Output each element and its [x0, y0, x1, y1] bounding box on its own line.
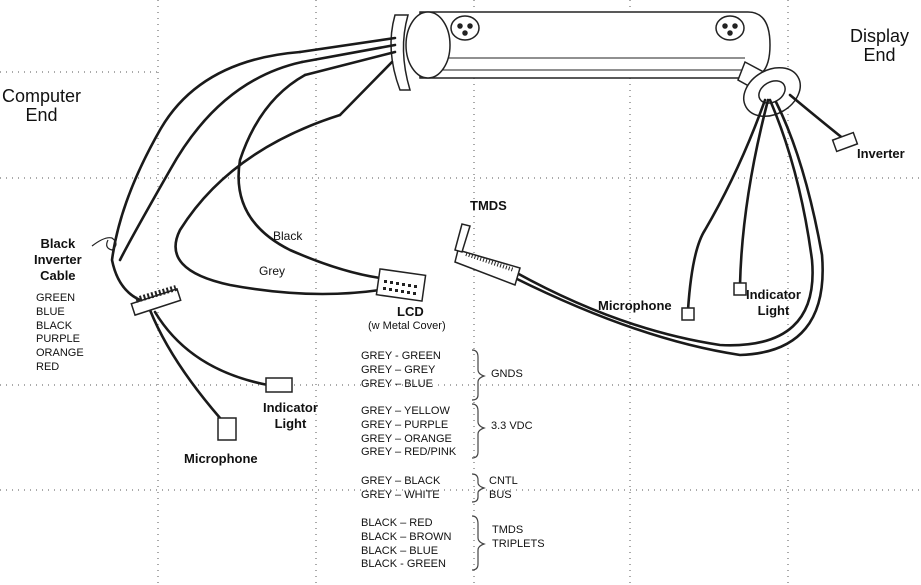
inverter-color-item: BLUE	[36, 305, 65, 318]
inverter-cable-line2: Inverter	[34, 252, 82, 267]
display-end-label: Display End	[850, 27, 909, 65]
wire-entry: GREY - GREEN	[361, 350, 441, 362]
wire-entry: BLACK - GREEN	[361, 558, 446, 571]
wire-group-cntl: GREY – BLACK GREY – WHITE	[361, 475, 440, 503]
tmds-label: TMDS	[470, 198, 507, 213]
inverter-cable-line1: Black	[40, 236, 76, 251]
wire-entry: GREY – PURPLE	[361, 418, 449, 431]
computer-end-label: Computer End	[2, 87, 81, 125]
inverter-color-item: PURPLE	[36, 333, 81, 346]
indicator-right-line2: Light	[757, 303, 790, 318]
computer-end-line1: Computer	[2, 86, 82, 106]
indicator-light-left-label: Indicator Light	[263, 400, 318, 432]
microphone-right-connector	[681, 307, 695, 321]
wire-entry: GREY – RED/PINK	[361, 446, 457, 459]
wire-group-3v3: GREY – YELLOW GREY – PURPLE GREY – ORANG…	[361, 405, 456, 460]
microphone-left-connector	[217, 417, 237, 441]
connectors	[130, 131, 859, 441]
tmds-triplets-line1: TMDS	[492, 524, 524, 536]
indicator-left-line2: Light	[274, 416, 307, 431]
indicator-light-right-connector	[733, 282, 747, 296]
inverter-label: Inverter	[857, 146, 905, 161]
hinge-tube	[390, 11, 771, 91]
inverter-color-list: GREEN BLUE BLACK PURPLE ORANGE RED	[36, 292, 84, 375]
inverter-color-item: BLACK	[36, 319, 73, 332]
wire-group-3v3-label: 3.3 VDC	[491, 420, 533, 432]
cable-pointer	[91, 237, 117, 251]
wire-entry: GREY – YELLOW	[361, 405, 450, 417]
wire-group-gnds: GREY - GREEN GREY – GREY GREY – BLUE	[361, 350, 441, 391]
grey-wire-label: Grey	[259, 264, 286, 278]
cntl-line2: BUS	[489, 488, 512, 501]
lcd-note-label: (w Metal Cover)	[368, 320, 446, 332]
tmds-connector	[454, 223, 521, 286]
inverter-color-item: RED	[36, 360, 60, 373]
tmds-triplets-line2: TRIPLETS	[492, 537, 545, 550]
wire-entry: BLACK – RED	[361, 517, 433, 529]
wire-group-gnds-label: GNDS	[491, 368, 523, 380]
microphone-left-label: Microphone	[184, 451, 258, 466]
wire-entry: GREY – WHITE	[361, 488, 440, 501]
wire-entry: GREY – BLUE	[361, 377, 433, 390]
wire-group-tmds-label: TMDS TRIPLETS	[492, 524, 545, 552]
display-end-line1: Display	[850, 26, 910, 46]
indicator-left-line1: Indicator	[263, 400, 318, 415]
wire-entry: GREY – BLACK	[361, 475, 441, 487]
microphone-right-label: Microphone	[598, 298, 672, 313]
wire-group-tmds: BLACK – RED BLACK – BROWN BLACK – BLUE B…	[361, 517, 451, 572]
cables	[110, 36, 847, 420]
inverter-color-item: ORANGE	[36, 347, 84, 360]
lcd-label: LCD	[397, 304, 424, 319]
black-inverter-cable-label: Black Inverter Cable	[34, 236, 82, 284]
inverter-cable-line3: Cable	[40, 268, 76, 283]
wire-entry: BLACK – BLUE	[361, 544, 439, 557]
display-end-flange	[737, 60, 801, 117]
indicator-light-right-label: Indicator Light	[746, 287, 801, 319]
wire-entry: GREY – GREY	[361, 363, 436, 376]
inverter-color-item: GREEN	[36, 292, 76, 304]
cntl-line1: CNTL	[489, 475, 518, 487]
indicator-light-left-connector	[265, 377, 293, 393]
wire-group-cntl-label: CNTL BUS	[489, 475, 518, 503]
wire-entry: BLACK – BROWN	[361, 530, 452, 543]
indicator-right-line1: Indicator	[746, 287, 801, 302]
inverter-connector	[831, 131, 859, 153]
display-end-line2: End	[863, 44, 896, 65]
group-brackets	[471, 349, 486, 571]
computer-end-line2: End	[25, 104, 58, 125]
inverter-cable-connector	[130, 285, 182, 317]
black-wire-label: Black	[273, 229, 303, 243]
lcd-connector	[375, 268, 427, 302]
wire-entry: GREY – ORANGE	[361, 432, 452, 445]
